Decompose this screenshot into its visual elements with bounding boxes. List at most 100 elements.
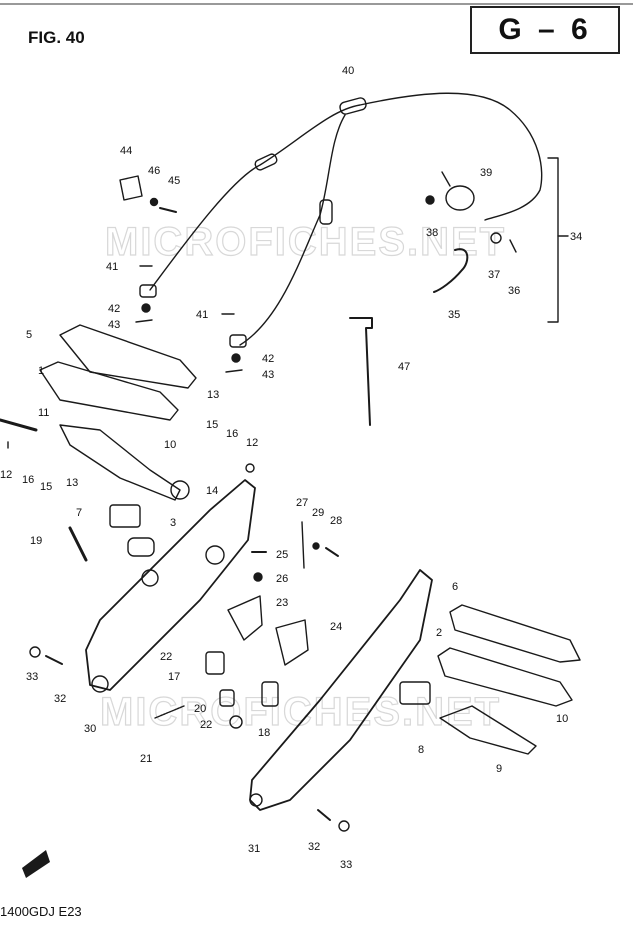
watermark-lower: MICROFICHES.NET <box>100 690 501 734</box>
callout-39: 39 <box>480 167 492 179</box>
part-17 <box>205 651 225 675</box>
callout-29: 29 <box>312 507 324 519</box>
cable-sleeve-b <box>319 199 333 225</box>
pin-43-lower <box>225 369 243 373</box>
callout-35: 35 <box>448 309 460 321</box>
nut-12-right <box>245 463 255 473</box>
callout-14: 14 <box>206 485 218 497</box>
callout-32-left: 32 <box>54 693 66 705</box>
screw-36 <box>509 239 517 253</box>
part-46 <box>149 197 159 207</box>
callout-17: 17 <box>168 671 180 683</box>
cable-sleeve-a <box>254 153 278 171</box>
callout-16-right: 16 <box>226 428 238 440</box>
nut-29 <box>312 542 320 550</box>
cable-end-lower <box>229 334 247 348</box>
cable-adjuster <box>339 97 367 115</box>
callout-30: 30 <box>84 723 96 735</box>
pivot-pin-left <box>0 418 38 432</box>
watermark-upper: MICROFICHES.NET <box>105 220 506 264</box>
callout-43-lower: 43 <box>262 369 274 381</box>
bolt-3 <box>170 480 190 500</box>
footrest-rubber-6 <box>449 604 581 663</box>
callout-41-lower: 41 <box>196 309 208 321</box>
nut-26 <box>253 572 263 582</box>
callout-8: 8 <box>418 744 424 756</box>
spring-housing <box>127 537 155 557</box>
bolt-hole-30 <box>91 675 109 693</box>
callout-15-right: 15 <box>206 419 218 431</box>
screw-39 <box>441 171 451 187</box>
footrest-2 <box>437 647 573 707</box>
collar-20 <box>219 689 235 707</box>
callout-40: 40 <box>342 65 354 77</box>
callout-6: 6 <box>452 581 458 593</box>
callout-labels: 1 2 3 5 6 7 8 9 10 10 11 12 12 13 13 14 … <box>0 65 582 871</box>
callout-32-right: 32 <box>308 841 320 853</box>
frame-plate-left <box>85 479 256 691</box>
footrest-bracket-9 <box>439 705 537 755</box>
callout-13-lower: 13 <box>66 477 78 489</box>
callout-42-upper: 42 <box>108 303 120 315</box>
group-bracket <box>547 157 559 323</box>
callout-37: 37 <box>488 269 500 281</box>
callout-33-right: 33 <box>340 859 352 871</box>
callout-10-left: 10 <box>164 439 176 451</box>
front-arrow-icon <box>22 850 50 878</box>
callout-12-right: 12 <box>246 437 258 449</box>
spring-21 <box>154 705 185 719</box>
callout-12-left: 12 <box>0 469 12 481</box>
callout-42-lower: 42 <box>262 353 274 365</box>
callout-7: 7 <box>76 507 82 519</box>
frame-plate-right-hole <box>249 793 263 807</box>
callout-24: 24 <box>330 621 342 633</box>
frame-plate-right <box>249 569 433 811</box>
callout-28: 28 <box>330 515 342 527</box>
part-18 <box>261 681 279 707</box>
spring-27 <box>301 521 305 569</box>
bracket-8 <box>399 681 431 705</box>
nut-42-lower <box>231 353 241 363</box>
callout-26: 26 <box>276 573 288 585</box>
bolt-32-left <box>45 655 63 665</box>
callout-10-right: 10 <box>556 713 568 725</box>
pin-43-upper <box>135 319 153 323</box>
callout-15-left: 15 <box>40 481 52 493</box>
callout-31: 31 <box>248 843 260 855</box>
callout-36: 36 <box>508 285 520 297</box>
callout-23: 23 <box>276 597 288 609</box>
callout-38: 38 <box>426 227 438 239</box>
callout-2: 2 <box>436 627 442 639</box>
cable-upper <box>149 92 543 291</box>
callout-13-upper: 13 <box>207 389 219 401</box>
callout-5: 5 <box>26 329 32 341</box>
washer-22 <box>229 715 243 729</box>
nut-33-right <box>338 820 350 832</box>
callout-19: 19 <box>30 535 42 547</box>
lever-35 <box>433 248 469 293</box>
callout-34: 34 <box>570 231 582 243</box>
footrest-1 <box>39 361 179 421</box>
bolt-45 <box>159 207 177 213</box>
bolt-28 <box>325 547 339 557</box>
callout-25: 25 <box>276 549 288 561</box>
part-24 <box>275 619 309 666</box>
callout-22-upper: 22 <box>160 651 172 663</box>
model-code: 1400GDJ E23 <box>0 904 82 919</box>
bolt-19 <box>68 526 88 562</box>
nut-33-left <box>29 646 41 658</box>
callout-16-left: 16 <box>22 474 34 486</box>
callout-20: 20 <box>194 703 206 715</box>
bolt-32-right <box>317 809 331 821</box>
footrest-rubber-5 <box>59 324 197 389</box>
section-code: G – 6 <box>470 6 620 54</box>
rod-47 <box>349 317 373 426</box>
callout-45: 45 <box>168 175 180 187</box>
cable-end-upper <box>139 284 157 298</box>
callout-18: 18 <box>258 727 270 739</box>
callout-43-upper: 43 <box>108 319 120 331</box>
callout-22-lower: 22 <box>200 719 212 731</box>
callout-3: 3 <box>170 517 176 529</box>
